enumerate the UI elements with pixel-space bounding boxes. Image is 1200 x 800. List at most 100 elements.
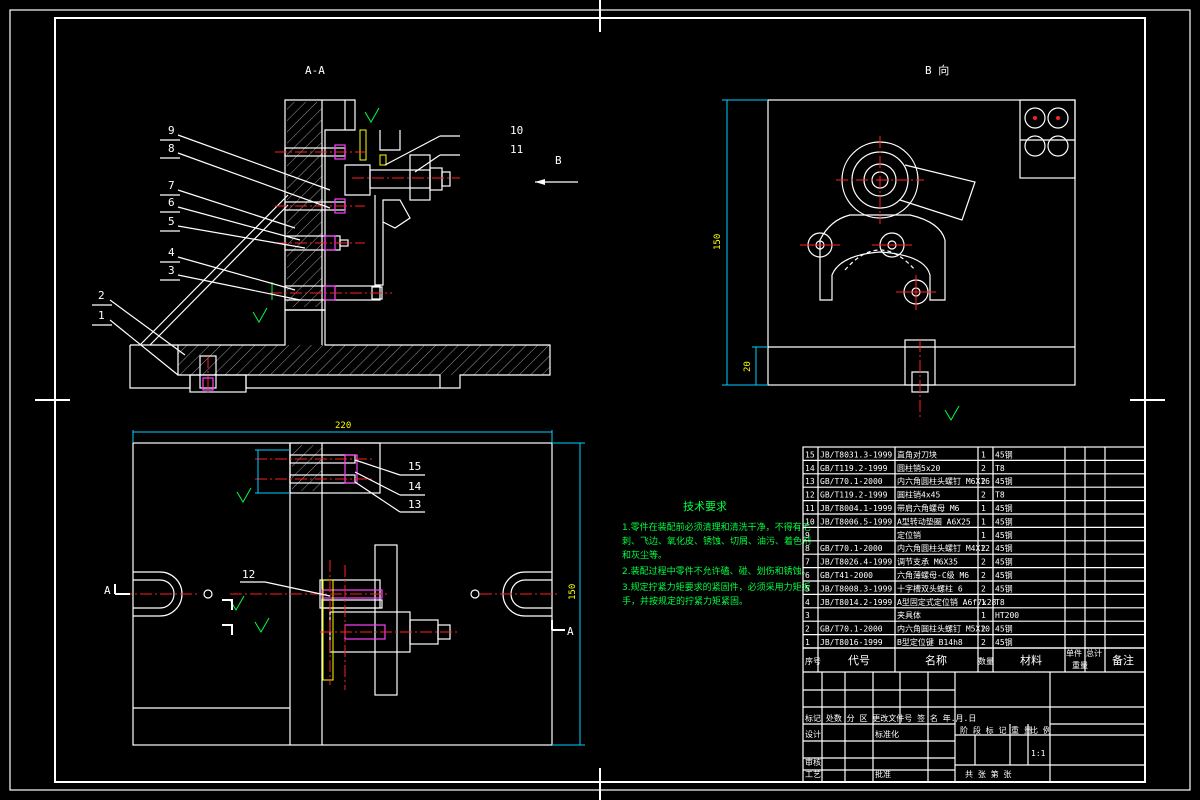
bom-cell-qty: 2 (981, 584, 986, 593)
tb-approve: 批准 (875, 769, 891, 779)
callout-2: 2 (98, 289, 105, 302)
tb-revision-row: 标记 处数 分 区 更改文件号 签 名 年.月.日 (805, 713, 976, 723)
tb-ratio-val: 1:1 (1031, 749, 1046, 758)
dim-width: 220 (335, 421, 351, 431)
callout-8: 8 (168, 142, 175, 155)
callout-3: 3 (168, 264, 175, 277)
bom-cell-code: JB/T8008.3-1999 (820, 584, 892, 593)
bom-cell-no: 2 (805, 625, 810, 634)
tech-line-1: 1.零件在装配前必须清理和清洗干净，不得有毛 (622, 521, 811, 533)
bom-cell-code: GB/T70.1-2000 (820, 477, 883, 486)
bom-cell-mat: 45钢 (995, 557, 1013, 567)
callout-1: 1 (98, 309, 105, 322)
bom-cell-no: 7 (805, 558, 810, 567)
tb-review: 审核 (805, 757, 821, 767)
bom-cell-no: 13 (805, 477, 815, 486)
bom-cell-mat: 45钢 (995, 516, 1013, 526)
bom-cell-mat: 45钢 (995, 570, 1013, 580)
bom-h-total: 总计 (1086, 648, 1102, 658)
tech-line-2: 刺、飞边、氧化皮、锈蚀、切屑、油污、着色剂 (622, 535, 811, 547)
bom-cell-mat: 45钢 (995, 449, 1013, 459)
bom-cell-qty: 1 (981, 611, 986, 620)
bom-cell-name: 圆柱销4x45 (897, 490, 940, 500)
bom-cell-mat: HT200 (995, 611, 1019, 620)
bom-cell-name: 十字槽双头螺柱 6 (897, 583, 963, 593)
tb-stage: 阶 段 标 记 (960, 725, 1006, 735)
bom-cell-name: 夹具体 (897, 610, 921, 620)
bom-cell-name: A型固定式定位销 A6f7x28 (897, 597, 997, 607)
bom-cell-mat: 45钢 (995, 624, 1013, 634)
bom-cell-mat: 45钢 (995, 543, 1013, 553)
bom-cell-code: JB/T8016-1999 (820, 638, 883, 647)
tb-ratio: 比 例 (1030, 725, 1051, 735)
bom-cell-code: GB/T41-2000 (820, 571, 873, 580)
bom-cell-name: 直角对刀块 (897, 449, 937, 459)
bom-cell-qty: 1 (981, 598, 986, 607)
dim-small: 20 (743, 361, 753, 372)
section-mark-left: A (104, 584, 111, 597)
bom-cell-code: JB/T8014.2-1999 (820, 598, 892, 607)
tb-weight: 重 量 (1011, 725, 1032, 735)
bom-cell-qty: 1 (981, 531, 986, 540)
bom-cell-qty: 2 (981, 477, 986, 486)
bom-cell-name: 六角薄螺母-C级 M6 (897, 570, 969, 580)
bom-cell-name: 带肩六角螺母 M6 (897, 503, 960, 513)
tech-line-4: 2.装配过程中零件不允许磕、碰、划伤和锈蚀。 (622, 565, 811, 577)
bom-h-note: 备注 (1112, 653, 1134, 667)
outer-frame (9, 9, 1191, 791)
bom-cell-qty: 2 (981, 558, 986, 567)
bom-cell-mat: 45钢 (995, 583, 1013, 593)
view-b-title: B 向 (925, 63, 949, 77)
bom-cell-code: GB/T70.1-2000 (820, 625, 883, 634)
bom-h-qty: 数量 (978, 656, 994, 666)
view-b: B 向 (713, 63, 1076, 421)
bom-cell-mat: T8 (995, 598, 1005, 607)
bom-cell-no: 4 (805, 598, 810, 607)
bom-h-no: 序号 (805, 656, 821, 666)
bom-cell-no: 5 (805, 584, 810, 593)
bom-h-name: 名称 (925, 653, 947, 667)
bom-cell-mat: T8 (995, 464, 1005, 473)
callout-13: 13 (408, 498, 421, 511)
tech-line-3: 和灰尘等。 (622, 549, 667, 561)
bill-of-materials: 序号 代号 名称 数量 材料 单件 总计 重量 备注 标记 处数 分 区 更改文… (802, 446, 1146, 783)
bom-cell-name: 定位销 (897, 530, 921, 540)
bom-cell-code: JB/T8031.3-1999 (820, 450, 892, 459)
tech-line-6: 手，并按规定的拧紧力矩紧固。 (622, 595, 748, 607)
plan-view: A A 220 150 15 14 13 12 (104, 421, 585, 746)
section-mark-right: A (567, 625, 574, 638)
tech-line-5: 3.规定拧紧力矩要求的紧固件，必须采用力矩扳 (622, 581, 811, 593)
callout-14: 14 (408, 480, 422, 493)
bom-cell-no: 9 (805, 531, 810, 540)
bom-cell-no: 14 (805, 464, 815, 473)
section-title: A-A (305, 64, 325, 77)
bom-cell-mat: 45钢 (995, 530, 1013, 540)
bom-cell-qty: 2 (981, 491, 986, 500)
bom-h-mat: 材料 (1020, 653, 1042, 667)
tb-process: 工艺 (805, 770, 821, 779)
bom-cell-qty: 2 (981, 638, 986, 647)
bom-cell-qty: 1 (981, 517, 986, 526)
bom-cell-code: JB/T8006.5-1999 (820, 517, 892, 526)
callout-9: 9 (168, 124, 175, 137)
bom-cell-name: 内六角圆柱头螺钉 M4X12 (897, 543, 990, 553)
bom-cell-name: B型定位键 B14h8 (897, 637, 963, 647)
dim-height-right: 150 (713, 234, 723, 250)
callout-7: 7 (168, 179, 175, 192)
view-arrow-label: B (555, 154, 562, 167)
bom-cell-code: JB/T8004.1-1999 (820, 504, 892, 513)
bom-cell-qty: 2 (981, 625, 986, 634)
bom-cell-no: 10 (805, 517, 815, 526)
bom-h-weight: 重量 (1072, 660, 1088, 670)
tb-standard: 标准化 (875, 729, 899, 739)
bom-cell-qty: 2 (981, 544, 986, 553)
callout-6: 6 (168, 196, 175, 209)
bom-h-single: 单件 (1066, 648, 1082, 658)
bom-cell-code: GB/T119.2-1999 (820, 464, 888, 473)
bom-cell-mat: 45钢 (995, 476, 1013, 486)
tb-sheets: 共 张 第 张 (965, 769, 1011, 779)
bom-cell-mat: T8 (995, 491, 1005, 500)
bom-cell-no: 8 (805, 544, 810, 553)
callout-15: 15 (408, 460, 421, 473)
